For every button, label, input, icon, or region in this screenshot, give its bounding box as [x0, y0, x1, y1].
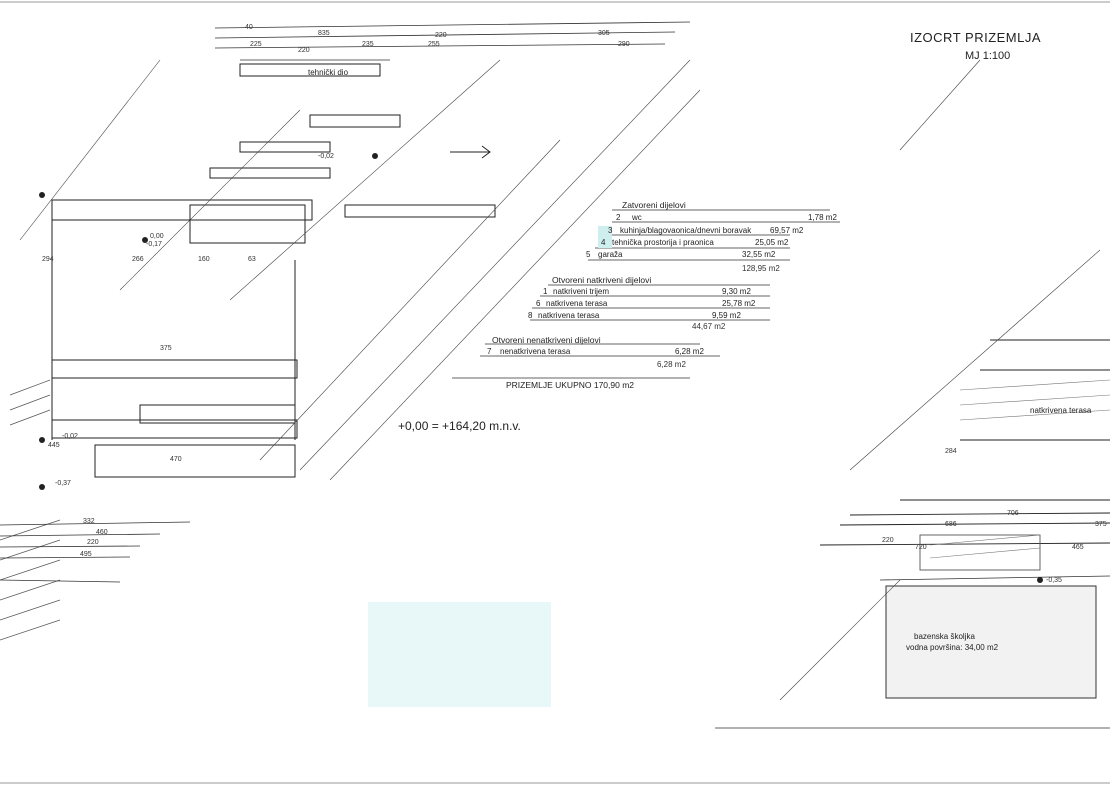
dim-top: 235	[362, 41, 374, 48]
plan-area-total: PRIZEMLJE UKUPNO 170,90 m2	[506, 380, 635, 390]
dim-left: 460	[96, 529, 108, 536]
elevation-reference: +0,00 = +164,20 m.n.v.	[398, 419, 521, 433]
closed-row-name: wc	[632, 213, 642, 222]
drawing-scale: MJ 1:100	[965, 50, 1011, 62]
covered-row-area: 9,30 m2	[722, 287, 751, 296]
dim-left: 160	[198, 256, 210, 263]
level-label: -0,02	[318, 153, 334, 160]
covered-row-area: 9,59 m2	[712, 311, 741, 320]
open-header: Otvoreni nenatkriveni dijelovi	[492, 335, 601, 345]
pool-label: bazenska školjka	[914, 632, 975, 641]
dim-right: 284	[945, 448, 957, 455]
closed-row-n: 5	[586, 250, 591, 259]
dim-top: 225	[250, 41, 262, 48]
closed-row-n: 4	[601, 238, 606, 247]
dim-right: 720	[915, 544, 927, 551]
covered-row-name: natkrivena terasa	[546, 299, 608, 308]
north-arrow	[450, 145, 491, 159]
watermark-box	[368, 602, 551, 707]
closed-row-n: 3	[608, 226, 613, 235]
level-markers	[39, 153, 1043, 583]
closed-row-name: garaža	[598, 250, 623, 259]
covered-row-n: 8	[528, 311, 533, 320]
closed-row-area: 1,78 m2	[808, 213, 837, 222]
hatching	[0, 379, 61, 641]
drawing-title: IZOCRT PRIZEMLJA	[910, 30, 1042, 45]
closed-row-area: 32,55 m2	[742, 250, 776, 259]
area-table-lines	[452, 209, 840, 379]
dim-top: 220	[298, 47, 310, 54]
covered-row-name: natkrivena terasa	[538, 311, 600, 320]
pool-area: vodna površina: 34,00 m2	[906, 643, 999, 652]
closed-header: Zatvoreni dijelovi	[622, 200, 686, 210]
level-label: -0,37	[55, 480, 71, 487]
open-row-name: nenatkrivena terasa	[500, 347, 571, 356]
dim-right: 706	[1007, 510, 1019, 517]
level-label: -0,35	[1046, 577, 1062, 584]
dim-left: 220	[87, 539, 99, 546]
table-highlight	[598, 226, 612, 248]
top-dimension-lines	[214, 21, 691, 61]
dim-right: 465	[1072, 544, 1084, 551]
closed-row-area: 69,57 m2	[770, 226, 804, 235]
covered-total: 44,67 m2	[692, 322, 726, 331]
level-label: 0,00	[150, 233, 164, 240]
dim-left: 332	[83, 518, 95, 525]
right-diagonal-chains	[779, 59, 1101, 701]
open-row-area: 6,28 m2	[675, 347, 704, 356]
covered-row-name: natkriveni trijem	[553, 287, 610, 296]
covered-row-area: 25,78 m2	[722, 299, 756, 308]
right-plan-walls	[819, 339, 1110, 571]
closed-row-area: 25,05 m2	[755, 238, 789, 247]
dim-left: 294	[42, 256, 54, 263]
dim-top: 255	[428, 41, 440, 48]
dim-left: 470	[170, 456, 182, 463]
diagonal-dimension-chains	[19, 59, 701, 481]
level-label: -0,17	[146, 241, 162, 248]
covered-row-n: 6	[536, 299, 541, 308]
closed-row-name: kuhinja/blagovaonica/dnevni boravak	[620, 226, 752, 235]
right-terrace-label: natkrivena terasa	[1030, 406, 1092, 415]
house-walls	[51, 63, 496, 478]
dim-left: 445	[48, 442, 60, 449]
open-row-n: 7	[487, 347, 492, 356]
level-label: -0,02	[62, 433, 78, 440]
closed-total: 128,95 m2	[742, 264, 780, 273]
dim-left: 63	[248, 256, 256, 263]
dim-top: 305	[598, 30, 610, 37]
dim-left: 266	[132, 256, 144, 263]
dim-top: 835	[318, 30, 330, 37]
dim-right: 686	[945, 521, 957, 528]
right-hatching	[929, 379, 1110, 559]
covered-header: Otvoreni natkriveni dijelovi	[552, 275, 652, 285]
closed-row-n: 2	[616, 213, 621, 222]
pool-shell	[885, 585, 1097, 699]
dim-left: 375	[160, 345, 172, 352]
technical-part-label: tehnički dio	[308, 68, 349, 77]
closed-row-name: tehnička prostorija i praonica	[612, 238, 714, 247]
left-bottom-dimensions	[0, 521, 191, 583]
dim-top: 290	[618, 41, 630, 48]
dim-left: 495	[80, 551, 92, 558]
dim-right: 375	[1095, 521, 1107, 528]
dim-right: 220	[882, 537, 894, 544]
open-total: 6,28 m2	[657, 360, 686, 369]
covered-row-n: 1	[543, 287, 548, 296]
dim-top: 220	[435, 32, 447, 39]
dim-top: 40	[245, 24, 253, 31]
